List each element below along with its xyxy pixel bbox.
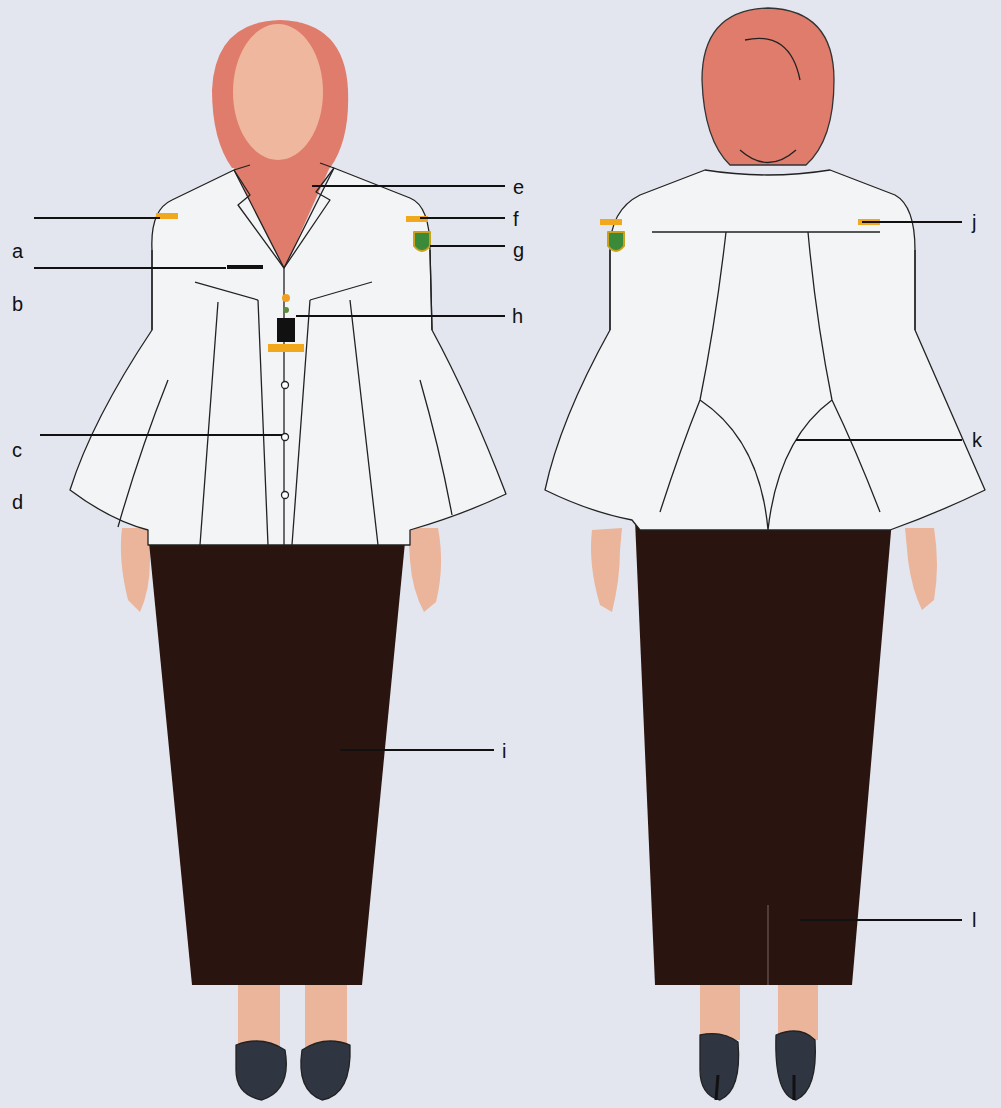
callout-letter: k [972,429,982,451]
callout-letter-box: j [972,212,976,233]
skirt [635,520,892,985]
callout-letter-box: k [972,430,982,451]
callout-letter-box: c [12,440,22,461]
skirt [148,532,406,985]
callout-letter: j [972,211,976,233]
hijab [702,8,834,165]
jacket [70,168,506,545]
right-hand [408,528,441,612]
callout-letter-box: l [972,910,976,931]
callout-letter: f [513,208,519,230]
callout-letter: a [12,240,23,262]
callout-letter-box: f [513,209,519,230]
face [233,24,323,160]
leader-lines [34,186,962,920]
shoe [700,1034,739,1100]
callout-letter-box: b [12,294,23,315]
callout-letter-box: h [512,306,523,327]
hijab [212,20,348,168]
callout-letter: c [12,439,22,461]
callout-letter: e [513,176,524,198]
callout-letter: h [512,305,523,327]
callout-letter-box: a [12,241,23,262]
callout-letter: g [513,239,524,261]
callout-letter: i [502,740,506,762]
shoe [236,1041,286,1100]
shoe [301,1041,350,1100]
emblem [414,232,430,251]
callout-letter-box: i [502,741,506,762]
callout-letter: d [12,491,23,513]
rank-bar [268,344,304,352]
name-tag [277,318,295,342]
callout-letter-box: g [513,240,524,261]
callout-letter-box: e [513,177,524,198]
shoe [776,1031,816,1100]
callout-letter: l [972,909,976,931]
callout-letter-box: d [12,492,23,513]
left-hand [121,528,152,612]
jacket [545,170,985,530]
callout-letter: b [12,293,23,315]
pen [227,265,263,269]
